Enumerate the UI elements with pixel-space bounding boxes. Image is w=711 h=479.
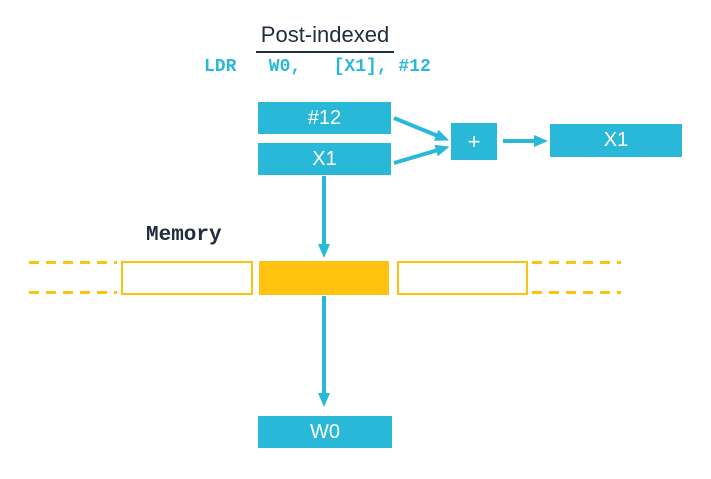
plus-icon: + xyxy=(467,128,481,154)
memory-dashed-line-bottom-left xyxy=(29,291,117,294)
offset-value-label: #12 xyxy=(307,106,342,129)
memory-dashed-line-bottom-right xyxy=(532,291,621,294)
memory-cell-right xyxy=(397,261,528,295)
assembly-instruction: LDR W0, [X1], #12 xyxy=(204,57,431,77)
arrow-base-to-adder xyxy=(393,144,450,165)
base-register-box: X1 xyxy=(258,143,391,175)
updated-base-register-label: X1 xyxy=(603,129,629,151)
adder-box: + xyxy=(451,123,497,160)
arrow-offset-to-adder xyxy=(393,116,450,141)
memory-dashed-line-top-right xyxy=(532,261,621,264)
destination-register-box: W0 xyxy=(258,416,392,448)
base-register-label: X1 xyxy=(312,147,337,170)
memory-cell-addressed xyxy=(259,261,389,295)
diagram-title: Post-indexed xyxy=(256,22,394,53)
memory-dashed-line-top-left xyxy=(29,261,117,264)
memory-cell-left xyxy=(121,261,253,295)
destination-register-label: W0 xyxy=(310,420,340,443)
updated-base-register-box: X1 xyxy=(550,124,682,157)
offset-value-box: #12 xyxy=(258,102,391,134)
memory-label: Memory xyxy=(146,224,222,247)
